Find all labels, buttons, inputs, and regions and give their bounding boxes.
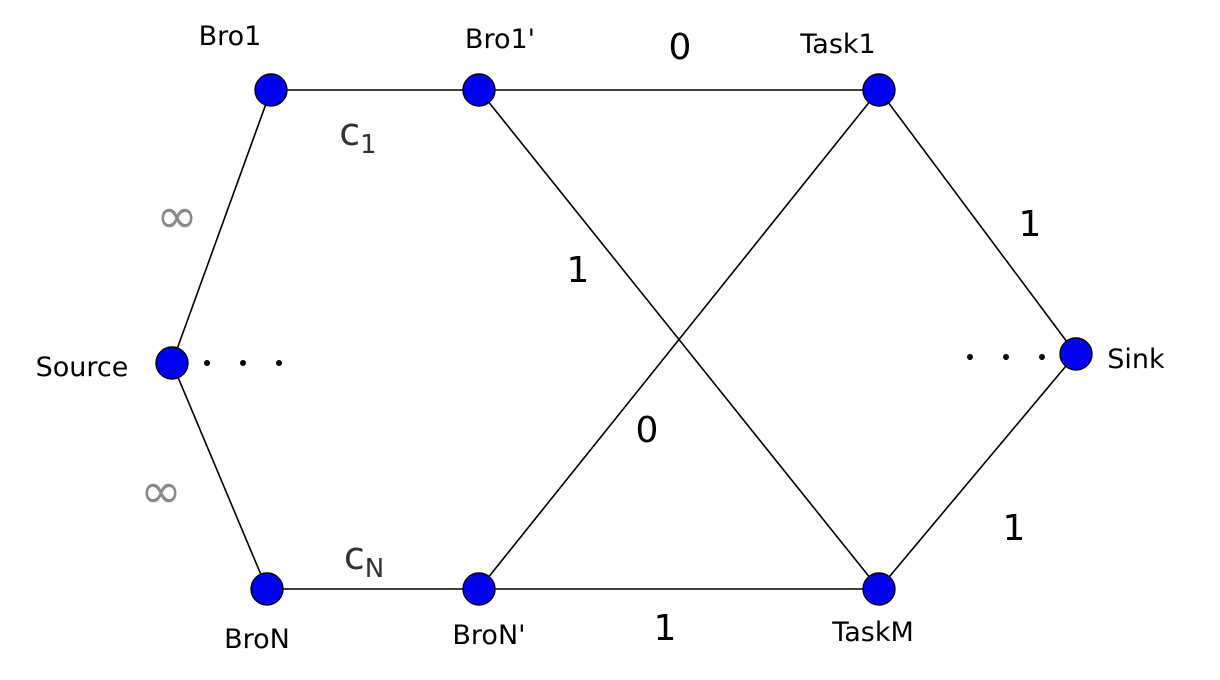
cap-c1-sub: 1 <box>360 130 377 160</box>
label-source: Source <box>36 352 129 383</box>
cap-cn-sub: N <box>365 554 384 584</box>
label-taskm: TaskM <box>831 617 914 648</box>
node-bronp <box>462 572 496 606</box>
edge-label-source-bron: ∞ <box>140 462 182 520</box>
label-bro1p: Bro1' <box>465 24 535 55</box>
node-bro1p <box>462 73 496 107</box>
node-taskm <box>862 572 896 606</box>
label-bron: BroN <box>224 624 290 655</box>
label-sink: Sink <box>1107 344 1165 375</box>
node-bro1 <box>254 73 288 107</box>
label-bronp: BroN' <box>452 620 525 651</box>
edge-bronp-task1 <box>478 89 880 590</box>
edge-source-bro1 <box>171 89 272 364</box>
edge-task1-sink <box>878 89 1077 355</box>
edge-label-bro1p-taskm: 1 <box>567 250 590 291</box>
node-task1 <box>862 73 896 107</box>
source-ellipsis <box>204 360 282 366</box>
edge-label-bronp-taskm: 1 <box>654 608 677 649</box>
node-sink <box>1059 337 1093 371</box>
edge-label-task1-sink: 1 <box>1019 204 1042 245</box>
label-task1: Task1 <box>799 29 875 60</box>
edge-label-bro1-bro1p: c1 <box>339 110 376 160</box>
edge-label-bronp-task1: 0 <box>636 410 659 451</box>
cap-c1-base: c <box>339 110 360 154</box>
node-bron <box>250 572 284 606</box>
label-bro1: Bro1 <box>199 21 262 52</box>
edge-label-taskm-sink: 1 <box>1003 508 1026 549</box>
edge-taskm-sink <box>878 353 1077 590</box>
edge-label-bron-bronp: cN <box>344 534 384 584</box>
node-source <box>155 346 189 380</box>
sink-ellipsis <box>967 354 1045 360</box>
edge-label-source-bro1: ∞ <box>156 187 198 245</box>
edge-source-bron <box>171 362 268 590</box>
cap-cn-base: c <box>344 534 365 578</box>
edge-label-bro1p-task1: 0 <box>669 27 692 68</box>
